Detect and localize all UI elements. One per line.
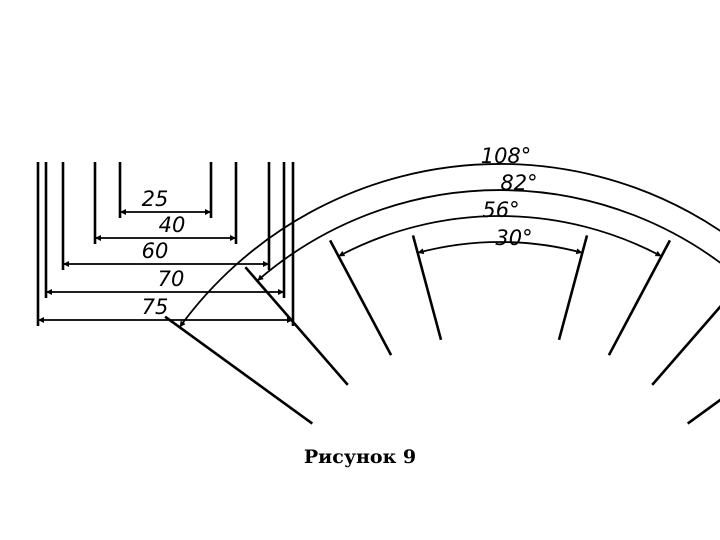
angle-label-56: 56°	[482, 198, 519, 222]
angular-dimension-labels: 108° 82° 56° 30°	[481, 144, 538, 250]
angle-extension-line-56	[328, 239, 393, 356]
angle-label-30: 30°	[495, 226, 532, 250]
figure-caption: Рисунок 9	[303, 446, 417, 468]
angle-label-82: 82°	[500, 171, 537, 195]
angle-arc-82	[256, 189, 720, 282]
linear-dimensions	[36, 162, 295, 326]
angle-extension-line-30	[557, 235, 589, 341]
angle-arc-56	[338, 215, 662, 258]
dimension-label-75: 75	[142, 295, 169, 319]
dimension-label-40: 40	[159, 213, 186, 237]
angle-label-108: 108°	[481, 144, 532, 168]
dimension-label-70: 70	[158, 267, 185, 291]
angle-extension-line-82	[244, 266, 349, 386]
angle-arc-108	[178, 163, 720, 328]
angle-extension-line-108	[164, 315, 314, 425]
angle-arc-30	[417, 241, 583, 255]
angle-extension-line-108	[686, 398, 720, 425]
dimension-label-60: 60	[142, 239, 169, 263]
angle-extension-line-30	[411, 235, 443, 341]
dimension-label-25: 25	[142, 187, 169, 211]
angle-extension-line-56	[607, 239, 672, 356]
angular-dimensions	[164, 163, 720, 425]
angle-extension-line-82	[651, 304, 720, 386]
linear-dimension-labels: 25 40 60 70 75	[142, 187, 186, 319]
